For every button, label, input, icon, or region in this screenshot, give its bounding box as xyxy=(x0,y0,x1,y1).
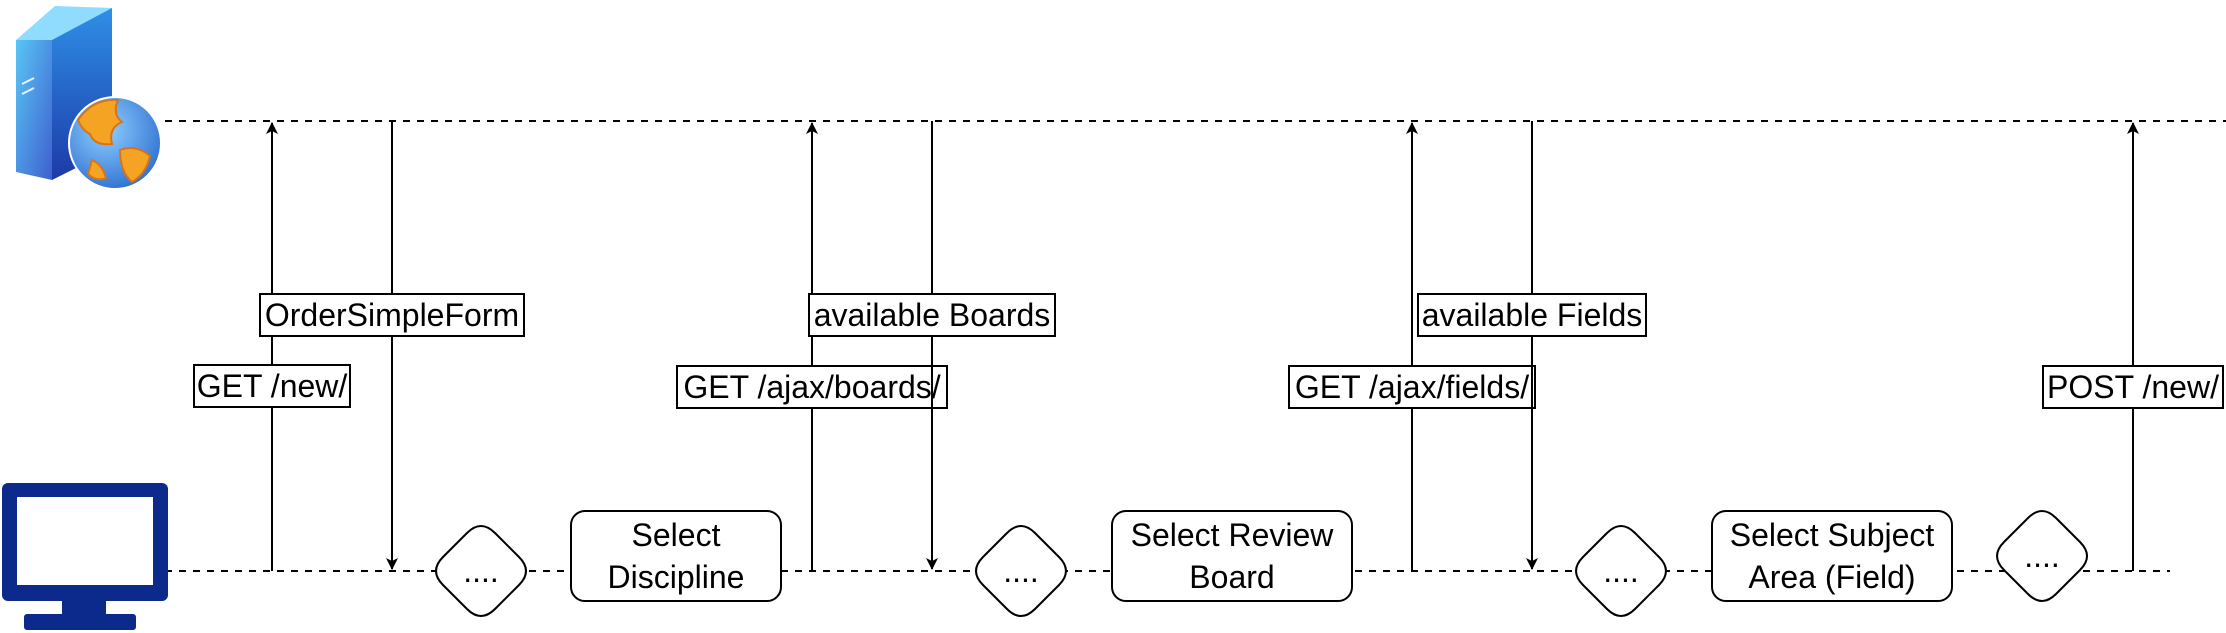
message-label: GET /ajax/boards/ xyxy=(683,369,940,405)
step-label: .... xyxy=(1003,553,1039,589)
step-label: .... xyxy=(463,553,499,589)
desktop-monitor-icon xyxy=(2,483,168,630)
step-diamond: .... xyxy=(1575,525,1667,617)
message-request: GET /new/ xyxy=(193,122,351,571)
step-diamond: .... xyxy=(1996,510,2088,602)
step-shape xyxy=(1575,525,1667,617)
step-diamond: .... xyxy=(435,525,527,617)
step-shape xyxy=(975,525,1067,617)
message-label: available Boards xyxy=(814,297,1051,333)
message-label: GET /ajax/fields/ xyxy=(1295,369,1529,405)
message-label-box xyxy=(808,293,1056,337)
step-label: .... xyxy=(2024,538,2060,574)
message-label: available Fields xyxy=(1422,297,1643,333)
step-label: .... xyxy=(1603,553,1639,589)
message-label-box xyxy=(193,364,351,408)
step-shape xyxy=(435,525,527,617)
step-shape xyxy=(570,510,782,602)
step-shape xyxy=(1996,510,2088,602)
message-label-box xyxy=(676,365,948,409)
message-response: OrderSimpleForm xyxy=(259,121,525,570)
step-shape xyxy=(1111,510,1353,602)
message-label: GET /new/ xyxy=(197,368,348,404)
message-request: POST /new/ xyxy=(2042,122,2224,571)
message-label-box xyxy=(1288,365,1536,409)
message-request: GET /ajax/fields/ xyxy=(1288,122,1536,571)
message-response: available Boards xyxy=(808,121,1056,570)
message-label-box xyxy=(2042,365,2224,409)
message-response: available Fields xyxy=(1417,121,1647,570)
message-label: POST /new/ xyxy=(2047,369,2219,405)
message-label-box xyxy=(259,293,525,337)
message-label-box xyxy=(1417,293,1647,337)
step-diamond: .... xyxy=(975,525,1067,617)
message-request: GET /ajax/boards/ xyxy=(676,122,948,571)
message-label: OrderSimpleForm xyxy=(265,297,519,333)
web-server-icon xyxy=(16,6,162,190)
step-shape xyxy=(1711,510,1953,602)
